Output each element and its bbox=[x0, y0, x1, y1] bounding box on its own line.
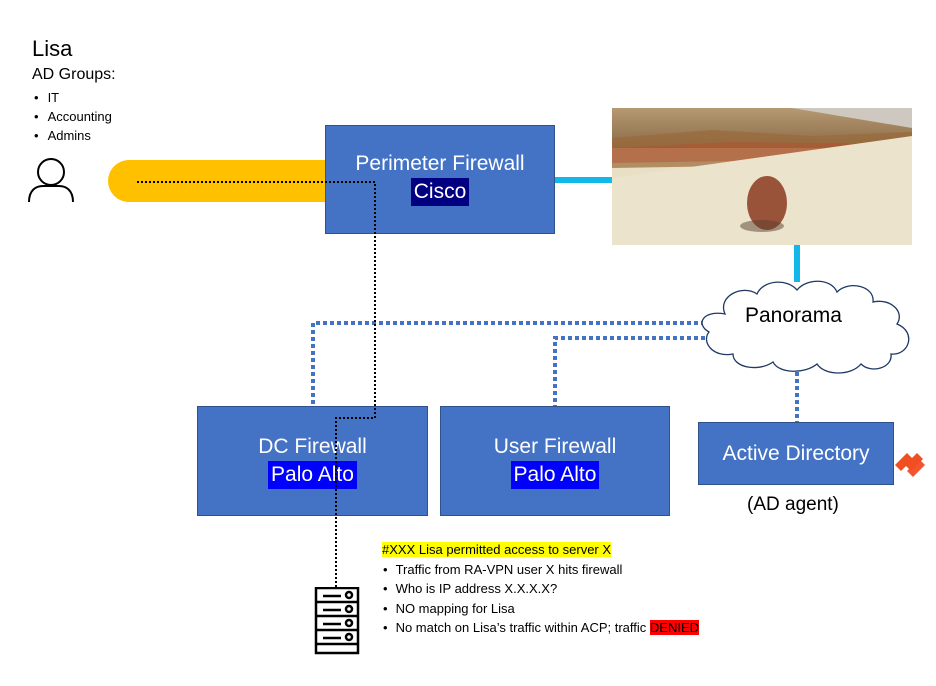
mgmt-link-panorama-to-user-fw bbox=[553, 336, 705, 406]
user-name: Lisa bbox=[32, 36, 73, 61]
notes-list: Traffic from RA-VPN user X hits firewall… bbox=[382, 560, 700, 638]
panorama-label: Panorama bbox=[745, 304, 842, 327]
note-item: Traffic from RA-VPN user X hits firewall bbox=[382, 560, 699, 580]
note-text: Traffic from RA-VPN user X hits firewall bbox=[395, 561, 623, 577]
ad-groups-list: IT Accounting Admins bbox=[32, 88, 112, 145]
dc-firewall-node[interactable]: DC Firewall Palo Alto bbox=[197, 406, 428, 516]
panorama-cloud-icon[interactable] bbox=[695, 276, 925, 376]
note-text: NO mapping for Lisa bbox=[395, 600, 515, 616]
ad-agent-caption: (AD agent) bbox=[747, 494, 839, 515]
notes-panel: #XXX Lisa permitted access to server X T… bbox=[382, 540, 700, 638]
user-icon bbox=[28, 158, 74, 203]
denied-status-badge: DENIED bbox=[649, 620, 700, 635]
mgmt-link-panorama-to-dc bbox=[311, 321, 705, 406]
ad-group-item: Admins bbox=[32, 126, 112, 145]
vendor-label: Palo Alto bbox=[268, 461, 357, 489]
note-text: Who is IP address X.X.X.X? bbox=[395, 581, 558, 596]
node-title: Perimeter Firewall bbox=[355, 152, 525, 175]
node-title: Active Directory bbox=[722, 441, 870, 465]
node-title: DC Firewall bbox=[258, 435, 367, 458]
perimeter-firewall-node[interactable]: Perimeter Firewall Cisco bbox=[325, 125, 555, 234]
road-image-graphic bbox=[612, 108, 912, 245]
note-item: No match on Lisa’s traffic within ACP; t… bbox=[382, 618, 700, 638]
ad-group-item: IT bbox=[32, 88, 112, 107]
vendor-label: Palo Alto bbox=[510, 461, 600, 489]
notes-heading: #XXX Lisa permitted access to server X bbox=[382, 542, 612, 557]
active-directory-node[interactable]: Active Directory bbox=[698, 422, 894, 485]
user-firewall-node[interactable]: User Firewall Palo Alto bbox=[440, 406, 670, 516]
note-item: Who is IP address X.X.X.X? bbox=[382, 579, 699, 599]
note-text: No match on Lisa’s traffic within ACP; t… bbox=[395, 620, 650, 635]
internet-road-image bbox=[612, 108, 912, 245]
vendor-label: Cisco bbox=[410, 178, 470, 206]
vpn-tunnel bbox=[108, 160, 372, 202]
ad-groups-label: AD Groups: bbox=[32, 66, 116, 83]
server-icon bbox=[314, 587, 360, 655]
palo-alto-logo-icon bbox=[895, 453, 925, 477]
node-title: User Firewall bbox=[493, 435, 617, 458]
ad-group-item: Accounting bbox=[32, 107, 112, 126]
note-item: NO mapping for Lisa bbox=[382, 599, 699, 619]
traffic-path bbox=[137, 181, 376, 588]
